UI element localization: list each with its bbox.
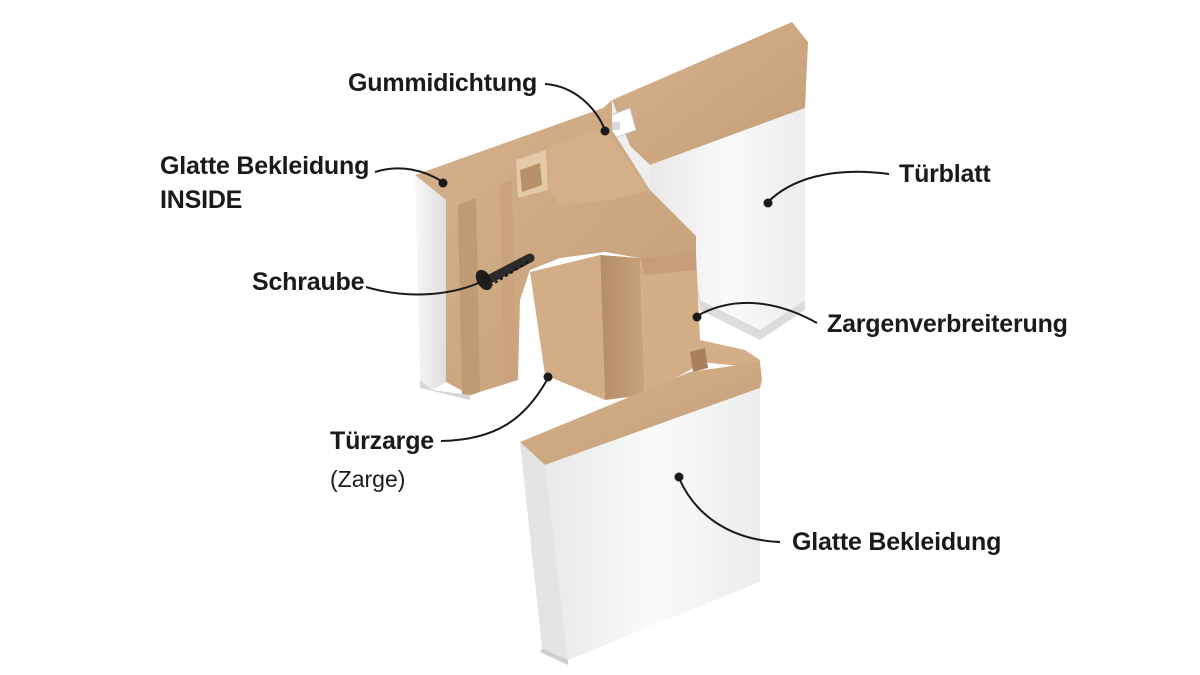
leader-dots xyxy=(438,126,773,482)
label-schraube: Schraube xyxy=(252,268,365,296)
dot-schraube xyxy=(481,274,491,284)
leader-glatte-inside xyxy=(374,167,444,183)
label-tuerzarge: Türzarge xyxy=(330,427,434,455)
frame-extension-shape xyxy=(640,252,760,395)
leader-lines xyxy=(365,83,890,543)
leader-schraube xyxy=(365,279,486,296)
dot-gummidichtung xyxy=(600,126,610,136)
door-frame-shape xyxy=(415,100,696,400)
dot-tuerzarge xyxy=(543,372,553,382)
label-zargenverbreiterung: Zargenverbreiterung xyxy=(827,310,1068,338)
leader-zargenverbreiterung xyxy=(696,301,818,324)
door-leaf-shape xyxy=(612,22,808,340)
leader-tuerzarge xyxy=(440,377,549,442)
dot-glatte-inside xyxy=(438,178,448,188)
label-glatte-bekleidung-inside-line2: INSIDE xyxy=(160,186,243,214)
leader-gummidichtung xyxy=(544,83,606,131)
dot-tuerblatt xyxy=(763,198,773,208)
label-glatte-bekleidung: Glatte Bekleidung xyxy=(792,528,1002,556)
dot-zargenverbreiterung xyxy=(692,312,702,322)
dot-glatte-bekleidung xyxy=(674,472,684,482)
label-tuerzarge-sub: (Zarge) xyxy=(330,466,406,492)
front-casing-shape xyxy=(520,362,762,665)
leader-glatte-bekleidung xyxy=(678,477,781,543)
label-glatte-bekleidung-inside-line1: Glatte Bekleidung xyxy=(160,152,370,180)
label-gummidichtung: Gummidichtung xyxy=(348,69,538,97)
label-tuerblatt: Türblatt xyxy=(899,160,991,188)
leader-tuerblatt xyxy=(767,170,890,203)
